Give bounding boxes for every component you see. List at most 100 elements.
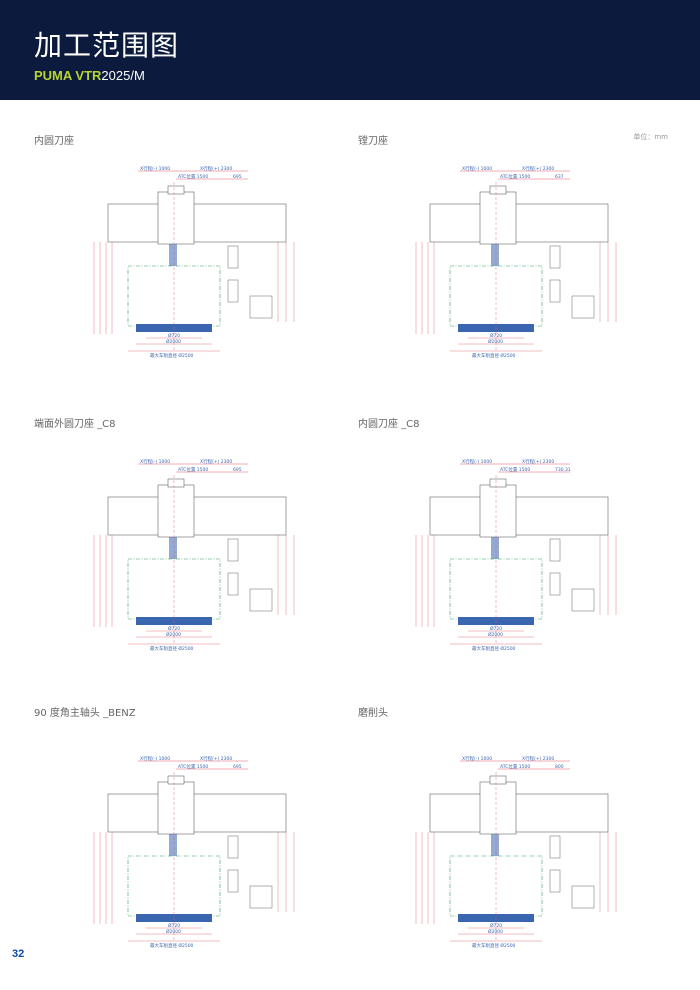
dim-label-x-plus: X行程(+) 2300 — [522, 458, 554, 465]
dim-label-offset: 730.31 — [555, 467, 571, 473]
tool-changer — [249, 885, 273, 909]
dim-label-atc: ATC位置 1500 — [178, 466, 208, 473]
ram-cap — [489, 775, 507, 785]
dim-label-d1: Ø720 — [168, 625, 180, 632]
dim-label-offset: 800 — [555, 764, 564, 770]
page-header: 加工范围图 PUMA VTR2025/M — [0, 0, 700, 100]
dim-label-d3: 最大车削直径 Ø2500 — [150, 942, 194, 949]
dim-label-x-plus: X行程(+) 2300 — [522, 755, 554, 762]
tool-magazine — [549, 869, 561, 893]
tool-changer — [571, 588, 595, 612]
dim-label-d3: 最大车削直径 Ø2500 — [472, 942, 516, 949]
tool-changer — [249, 295, 273, 319]
crossrail — [107, 793, 287, 833]
ram-column — [157, 781, 195, 835]
dim-label-x-plus: X行程(+) 2300 — [200, 755, 232, 762]
ram-column — [479, 781, 517, 835]
tool-changer — [571, 295, 595, 319]
crossrail — [429, 496, 609, 536]
dim-label-offset: 637 — [555, 174, 564, 180]
model-name: PUMA VTR2025/M — [34, 68, 145, 83]
section-caption-6: 磨削头 — [358, 708, 388, 719]
tool-magazine — [227, 835, 239, 859]
dim-label-atc: ATC位置 1500 — [500, 466, 530, 473]
crossrail — [429, 203, 609, 243]
ram-cap — [167, 478, 185, 488]
ram-cap — [489, 185, 507, 195]
dim-label-d1: Ø720 — [490, 332, 502, 339]
tool-magazine — [549, 279, 561, 303]
dim-label-x-minus: X行程(-) 1000 — [140, 755, 170, 762]
dim-label-x-minus: X行程(-) 1000 — [462, 165, 492, 172]
tool-holder — [169, 244, 177, 266]
tool-magazine — [549, 835, 561, 859]
dim-label-d1: Ø720 — [168, 332, 180, 339]
dim-label-d1: Ø720 — [490, 625, 502, 632]
tool-holder — [169, 537, 177, 559]
tool-magazine — [549, 245, 561, 269]
dim-label-d2: Ø2000 — [488, 631, 503, 638]
dim-label-atc: ATC位置 1500 — [500, 763, 530, 770]
ram-column — [479, 484, 517, 538]
ram-column — [479, 191, 517, 245]
tool-magazine — [227, 572, 239, 596]
dim-label-d2: Ø2000 — [488, 338, 503, 345]
dim-label-d1: Ø720 — [490, 922, 502, 929]
tool-changer — [571, 885, 595, 909]
tool-magazine — [549, 572, 561, 596]
ram-cap — [167, 185, 185, 195]
dim-label-d2: Ø2000 — [166, 631, 181, 638]
dim-label-d2: Ø2000 — [488, 928, 503, 935]
dim-label-d3: 最大车削直径 Ø2500 — [150, 352, 194, 359]
tool-magazine — [227, 245, 239, 269]
tool-holder — [491, 537, 499, 559]
model-highlight: PUMA VTR — [34, 68, 102, 83]
page-title: 加工范围图 — [34, 29, 180, 62]
dim-label-x-minus: X行程(-) 1000 — [462, 755, 492, 762]
tool-holder — [169, 834, 177, 856]
crossrail — [107, 203, 287, 243]
dim-label-d2: Ø2000 — [166, 928, 181, 935]
ram-cap — [167, 775, 185, 785]
dim-label-offset: 695 — [233, 467, 242, 473]
section-caption-1: 内圆刀座 — [34, 136, 74, 147]
section-caption-3: 端面外圆刀座 _C8 — [34, 419, 116, 430]
ram-column — [157, 191, 195, 245]
tool-changer — [249, 588, 273, 612]
dim-label-d3: 最大车削直径 Ø2500 — [472, 645, 516, 652]
dim-label-atc: ATC位置 1500 — [178, 173, 208, 180]
crossrail — [429, 793, 609, 833]
dim-label-x-plus: X行程(+) 2300 — [200, 458, 232, 465]
dim-label-atc: ATC位置 1500 — [500, 173, 530, 180]
tool-holder — [491, 834, 499, 856]
tool-magazine — [549, 538, 561, 562]
unit-label: 单位：mm — [633, 133, 668, 141]
page-number: 32 — [12, 948, 25, 960]
crossrail — [107, 496, 287, 536]
dim-label-x-minus: X行程(-) 1000 — [140, 458, 170, 465]
tool-magazine — [227, 279, 239, 303]
ram-column — [157, 484, 195, 538]
dim-label-d3: 最大车削直径 Ø2500 — [150, 645, 194, 652]
dim-label-offset: 695 — [233, 764, 242, 770]
model-suffix: 2025/M — [101, 68, 145, 83]
section-caption-4: 内圆刀座 _C8 — [358, 419, 420, 430]
dim-label-d2: Ø2000 — [166, 338, 181, 345]
tool-magazine — [227, 538, 239, 562]
dim-label-offset: 695 — [233, 174, 242, 180]
section-caption-5: 90 度角主轴头 _BENZ — [34, 708, 136, 719]
dim-label-x-minus: X行程(-) 1000 — [140, 165, 170, 172]
dim-label-d3: 最大车削直径 Ø2500 — [472, 352, 516, 359]
dim-label-atc: ATC位置 1500 — [178, 763, 208, 770]
dim-label-d1: Ø720 — [168, 922, 180, 929]
dim-label-x-minus: X行程(-) 1000 — [462, 458, 492, 465]
ram-cap — [489, 478, 507, 488]
section-caption-2: 镗刀座 — [358, 136, 388, 147]
dim-label-x-plus: X行程(+) 2300 — [522, 165, 554, 172]
